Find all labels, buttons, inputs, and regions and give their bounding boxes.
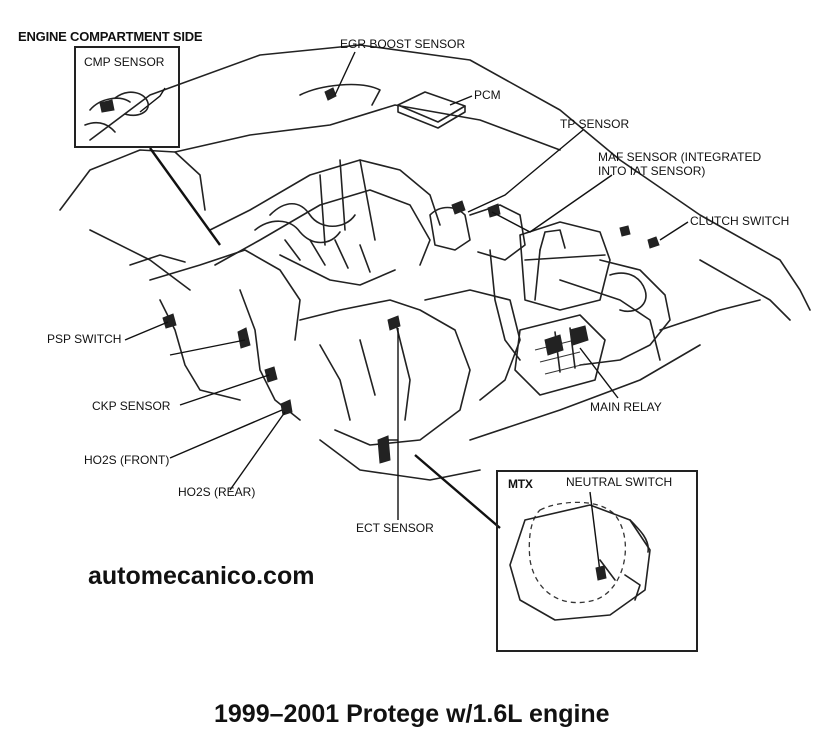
tp-sensor-label: TP SENSOR bbox=[560, 117, 630, 131]
watermark-text: automecanico.com bbox=[88, 562, 315, 590]
maf-sensor-label-line1: MAF SENSOR (INTEGRATED bbox=[598, 150, 762, 164]
pcm-label: PCM bbox=[474, 88, 501, 102]
mtx-label: MTX bbox=[508, 477, 533, 491]
cmp-sensor-label: CMP SENSOR bbox=[84, 55, 165, 69]
psp-switch-label: PSP SWITCH bbox=[47, 332, 122, 346]
ect-sensor-label: ECT SENSOR bbox=[356, 521, 434, 535]
ckp-sensor-label: CKP SENSOR bbox=[92, 399, 171, 413]
cmp-sensor-inset bbox=[74, 46, 180, 148]
ho2s-rear-label: HO2S (REAR) bbox=[178, 485, 256, 499]
ho2s-front-label: HO2S (FRONT) bbox=[84, 453, 170, 467]
maf-sensor-label-line2: INTO IAT SENSOR) bbox=[598, 164, 706, 178]
egr-boost-sensor-label: EGR BOOST SENSOR bbox=[340, 37, 466, 51]
mtx-inset bbox=[496, 470, 698, 652]
figure-caption: 1999–2001 Protege w/1.6L engine bbox=[214, 700, 610, 728]
neutral-switch-label: NEUTRAL SWITCH bbox=[566, 475, 673, 489]
main-relay-label: MAIN RELAY bbox=[590, 400, 662, 414]
engine-compartment-side-header: ENGINE COMPARTMENT SIDE bbox=[18, 29, 203, 44]
clutch-switch-label: CLUTCH SWITCH bbox=[690, 214, 790, 228]
